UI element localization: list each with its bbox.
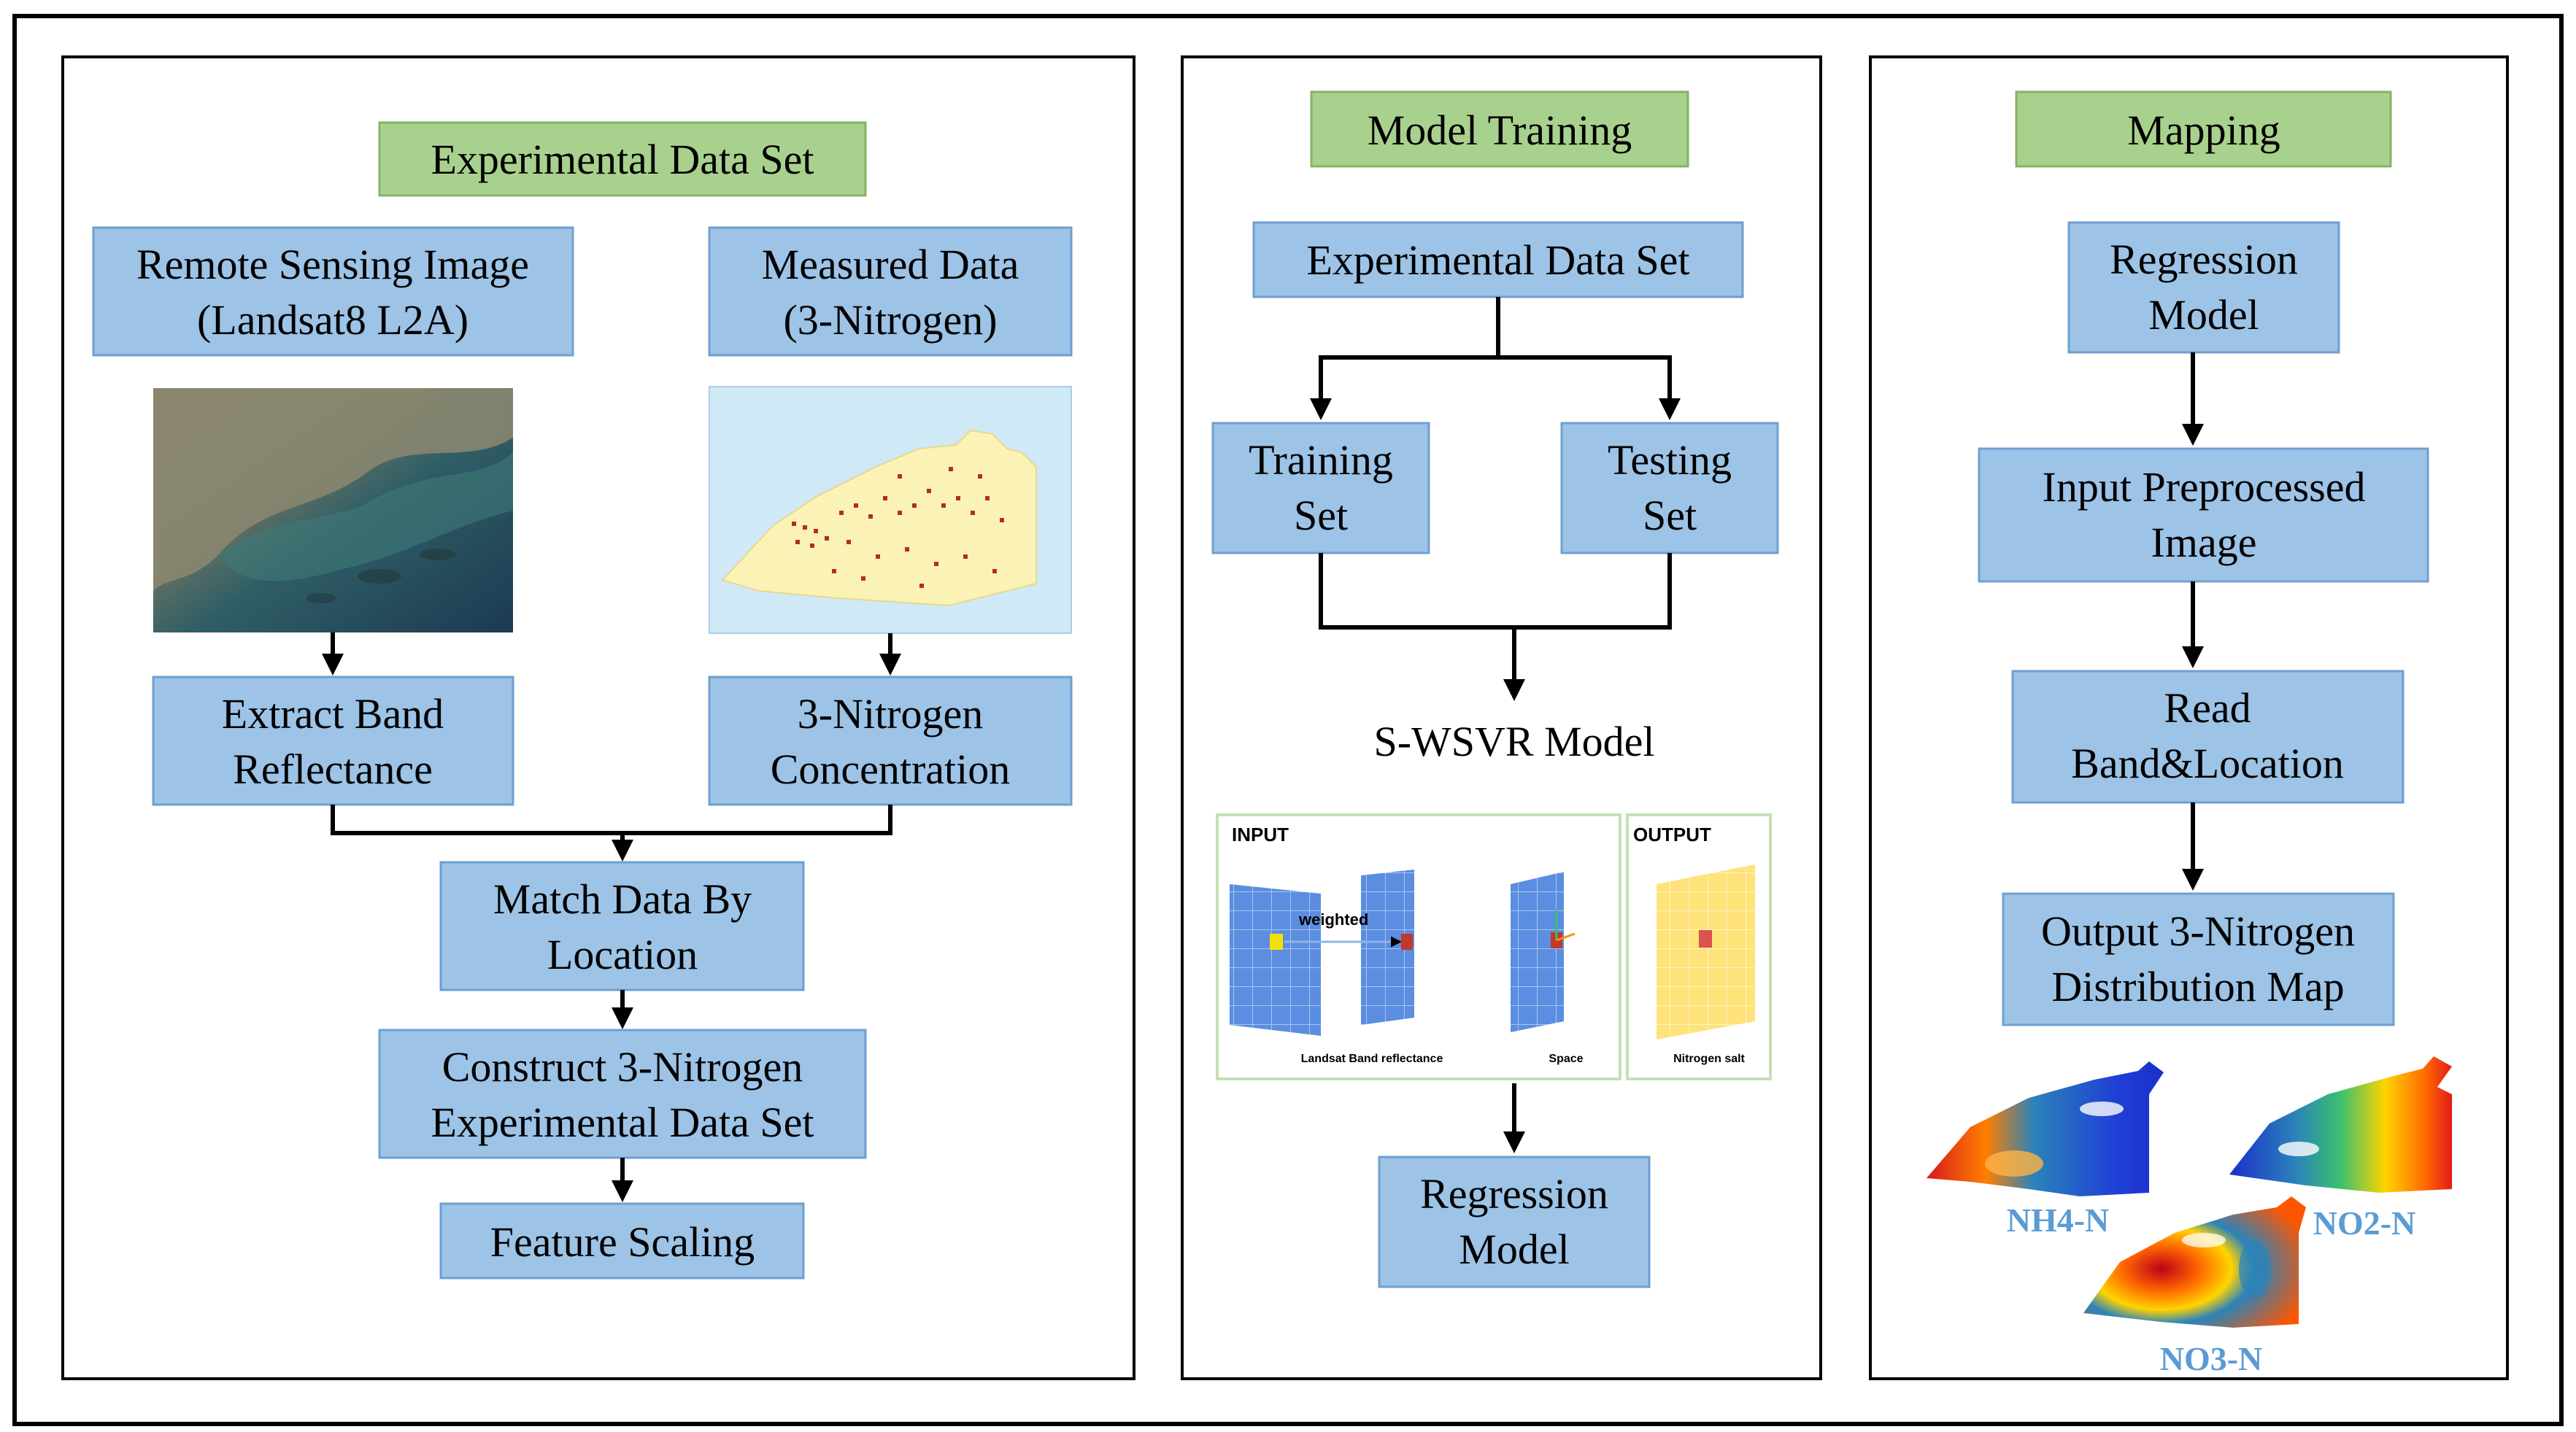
concentration-box: 3-Nitrogen Concentration bbox=[708, 676, 1073, 806]
measured-data-box: Measured Data (3-Nitrogen) bbox=[708, 226, 1073, 357]
middle-regression-box: Regression Model bbox=[1378, 1156, 1651, 1288]
nh4-label: NH4-N bbox=[2007, 1201, 2110, 1239]
training-line2: Set bbox=[1294, 492, 1348, 539]
satellite-image bbox=[153, 388, 513, 632]
nitrogen-grid bbox=[1657, 864, 1755, 1040]
read-line1: Read bbox=[2164, 684, 2251, 732]
testing-set-box: Testing Set bbox=[1560, 422, 1779, 554]
input-label: INPUT bbox=[1232, 824, 1289, 845]
remote-sensing-line2: (Landsat8 L2A) bbox=[197, 296, 468, 344]
outer-frame bbox=[12, 14, 2564, 1426]
sampling-points bbox=[792, 467, 1004, 588]
panel-left-frame bbox=[61, 55, 1135, 1380]
dataset-label: Experimental Data Set bbox=[1306, 236, 1689, 284]
reflectance-grid bbox=[1230, 884, 1321, 1036]
output-label: OUTPUT bbox=[1633, 824, 1711, 845]
middle-title-box: Model Training bbox=[1310, 90, 1689, 168]
feature-scaling-box: Feature Scaling bbox=[439, 1202, 805, 1280]
middle-regression-line2: Model bbox=[1459, 1226, 1569, 1273]
construct-line1: Construct 3-Nitrogen bbox=[442, 1043, 803, 1091]
remote-sensing-line1: Remote Sensing Image bbox=[136, 241, 529, 288]
nh4-map bbox=[1927, 1061, 2164, 1196]
training-set-box: Training Set bbox=[1211, 422, 1430, 554]
panel-right-frame bbox=[1869, 55, 2509, 1380]
output-line1: Output 3-Nitrogen bbox=[2041, 907, 2355, 955]
read-line2: Band&Location bbox=[2071, 740, 2344, 787]
no2-label: NO2-N bbox=[2313, 1204, 2416, 1242]
match-line2: Location bbox=[547, 931, 698, 978]
extract-line2: Reflectance bbox=[233, 746, 433, 793]
input-image-line1: Input Preprocessed bbox=[2043, 463, 2366, 511]
model-name-label: S-WSVR Model bbox=[1373, 718, 1654, 765]
concentration-line2: Concentration bbox=[771, 746, 1011, 793]
construct-box: Construct 3-Nitrogen Experimental Data S… bbox=[378, 1029, 867, 1159]
testing-line1: Testing bbox=[1608, 436, 1732, 484]
match-data-box: Match Data By Location bbox=[439, 861, 805, 991]
input-image-box: Input Preprocessed Image bbox=[1978, 447, 2429, 583]
source-cell bbox=[1270, 934, 1283, 950]
caption-space: Space bbox=[1549, 1053, 1583, 1065]
weighted-grid bbox=[1361, 870, 1414, 1025]
measured-line1: Measured Data bbox=[762, 241, 1019, 288]
right-regression-line2: Model bbox=[2148, 291, 2259, 338]
output-map-box: Output 3-Nitrogen Distribution Map bbox=[2002, 892, 2395, 1026]
match-line1: Match Data By bbox=[493, 875, 752, 923]
extract-band-box: Extract Band Reflectance bbox=[152, 676, 514, 806]
middle-title: Model Training bbox=[1368, 107, 1632, 154]
right-regression-line1: Regression bbox=[2110, 236, 2298, 283]
no3-map bbox=[2083, 1196, 2306, 1328]
remote-sensing-box: Remote Sensing Image (Landsat8 L2A) bbox=[92, 226, 574, 357]
no3-label: NO3-N bbox=[2160, 1340, 2263, 1377]
construct-line2: Experimental Data Set bbox=[431, 1099, 814, 1146]
left-title-box: Experimental Data Set bbox=[378, 121, 867, 197]
right-title-box: Mapping bbox=[2015, 90, 2392, 168]
extract-line1: Extract Band bbox=[222, 690, 444, 738]
concentration-line1: 3-Nitrogen bbox=[798, 690, 984, 738]
input-image-line2: Image bbox=[2151, 519, 2257, 566]
testing-line2: Set bbox=[1643, 492, 1697, 539]
caption-nitrogen: Nitrogen salt bbox=[1673, 1053, 1745, 1065]
right-regression-box: Regression Model bbox=[2067, 221, 2340, 354]
panel-middle-frame bbox=[1181, 55, 1822, 1380]
target-cell bbox=[1401, 934, 1413, 950]
dataset-box: Experimental Data Set bbox=[1252, 221, 1744, 298]
caption-reflectance: Landsat Band reflectance bbox=[1301, 1053, 1443, 1065]
left-title: Experimental Data Set bbox=[431, 136, 814, 183]
feature-scaling-label: Feature Scaling bbox=[490, 1218, 755, 1266]
swsvr-diagram: INPUT OUTPUT weighted Landsat Band refle… bbox=[1216, 813, 1772, 1080]
sampling-points-map bbox=[709, 386, 1072, 634]
no2-map bbox=[2229, 1056, 2452, 1193]
weighted-label: weighted bbox=[1298, 910, 1368, 929]
training-line1: Training bbox=[1249, 436, 1393, 484]
output-line2: Distribution Map bbox=[2051, 963, 2344, 1010]
right-title: Mapping bbox=[2127, 107, 2280, 154]
middle-regression-line1: Regression bbox=[1420, 1170, 1608, 1218]
measured-line2: (3-Nitrogen) bbox=[783, 296, 997, 344]
read-band-box: Read Band&Location bbox=[2011, 670, 2405, 804]
space-grid bbox=[1511, 872, 1564, 1032]
